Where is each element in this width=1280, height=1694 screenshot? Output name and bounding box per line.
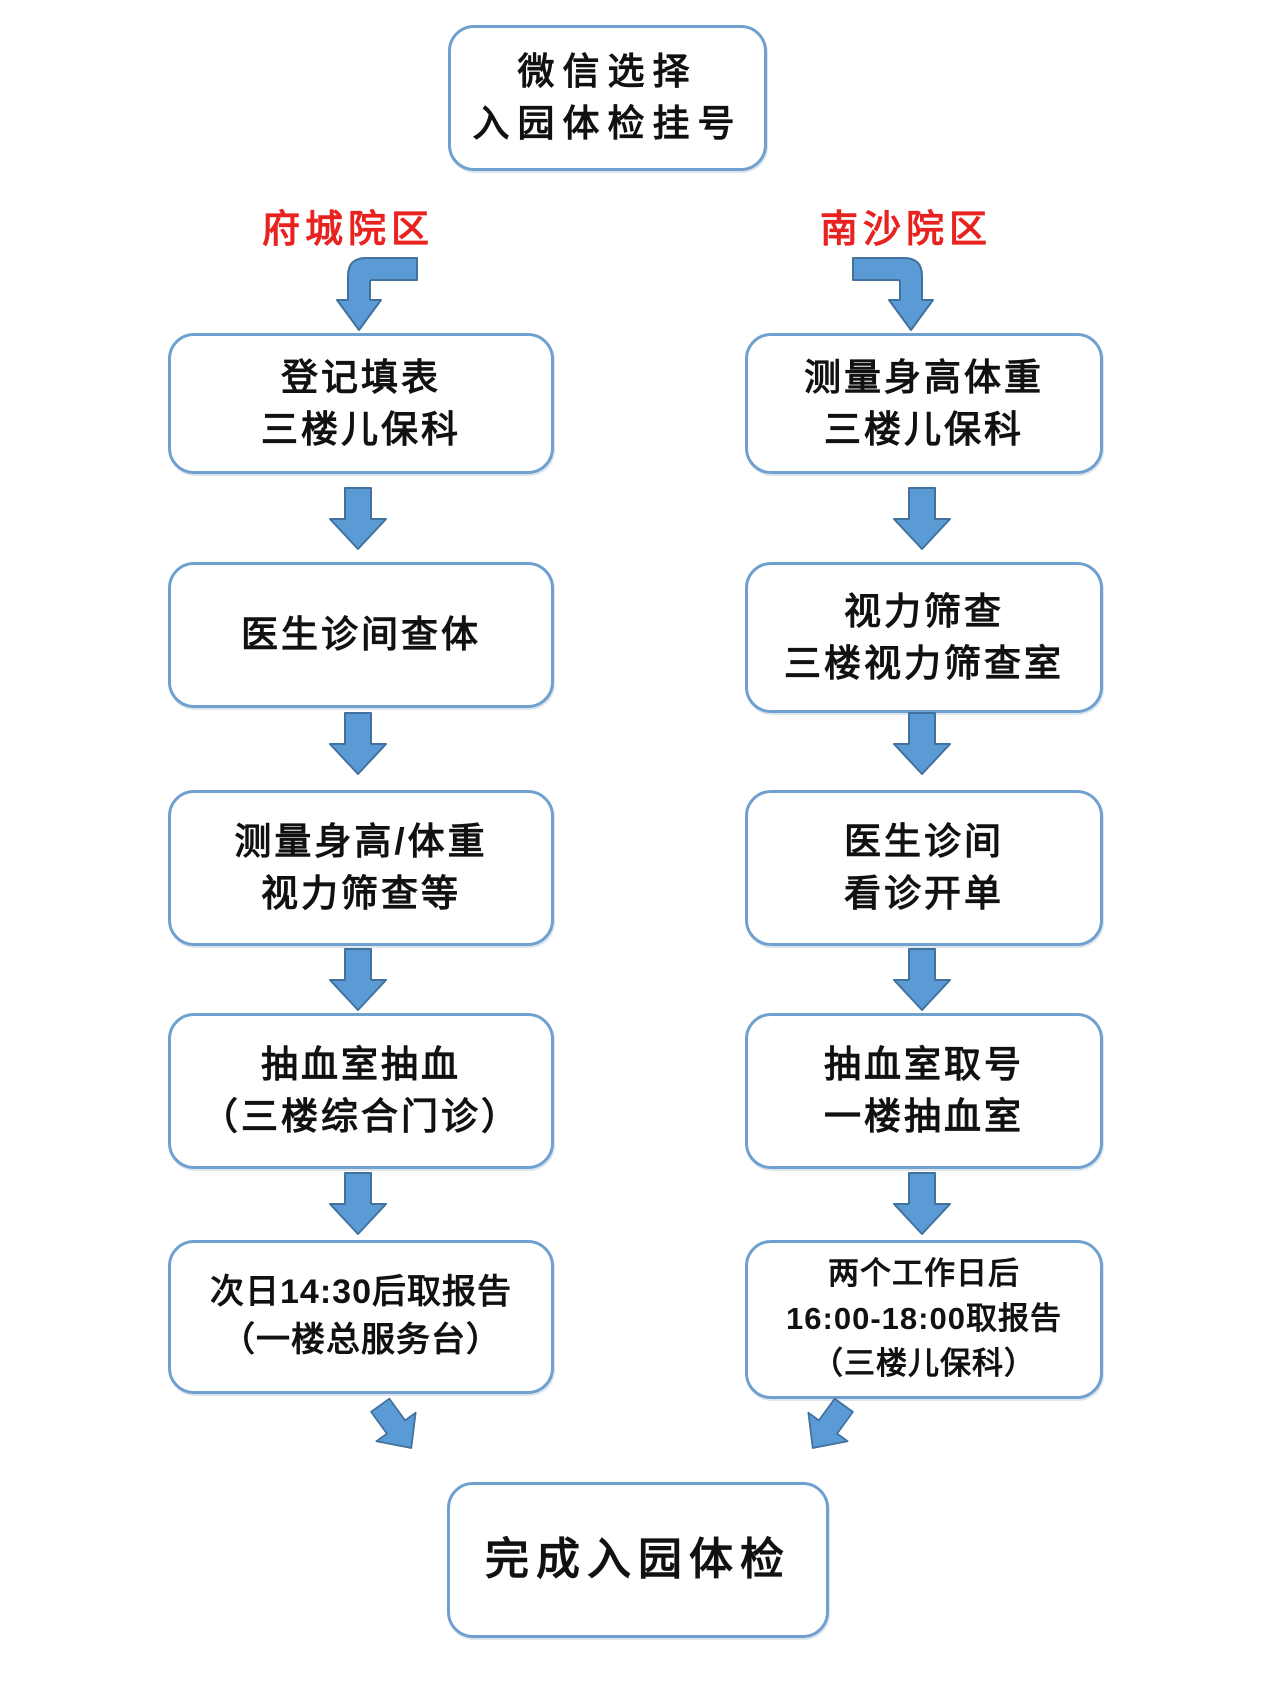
down-arrow-icon [893,487,951,550]
down-arrow-icon [329,487,387,550]
flow-node-right-5: 两个工作日后 16:00-18:00取报告 （三楼儿保科） [745,1240,1103,1399]
node-text-line: 抽血室抽血 [261,1044,461,1086]
flow-node-right-4: 抽血室取号 一楼抽血室 [745,1013,1103,1169]
node-text-line: 微信选择 [517,51,698,93]
flow-node-left-3: 测量身高/体重 视力筛查等 [168,790,554,946]
flow-node-start: 微信选择 入园体检挂号 [448,25,767,171]
flow-node-left-2: 医生诊间查体 [168,562,554,708]
diagonal-arrow-right-icon [807,1397,854,1449]
flow-node-end: 完成入园体检 [447,1482,829,1638]
node-text-line: 两个工作日后 [828,1256,1020,1292]
flow-node-right-3: 医生诊间 看诊开单 [745,790,1103,946]
down-arrow-icon [329,1172,387,1235]
node-text-line: 三楼儿保科 [261,408,461,450]
flow-node-left-4: 抽血室抽血 （三楼综合门诊） [168,1013,554,1169]
elbow-arrow-right-icon [852,257,934,331]
branch-label-nansha: 南沙院区 [819,209,992,251]
down-arrow-icon [893,1172,951,1235]
elbow-arrow-left-icon [336,257,418,331]
node-text-line: 一楼抽血室 [824,1096,1024,1137]
node-text-line: 测量身高体重 [804,356,1044,398]
node-text-line: 视力筛查 [844,590,1004,632]
node-text-line: 入园体检挂号 [472,103,743,144]
flow-node-right-2: 视力筛查 三楼视力筛查室 [745,562,1103,713]
flow-node-left-5: 次日14:30后取报告 （一楼总服务台） [168,1240,554,1394]
node-text-line: （三楼儿保科） [812,1345,1036,1381]
node-text-line: （三楼综合门诊） [201,1096,521,1137]
down-arrow-icon [893,712,951,775]
node-text-line: 次日14:30后取报告 [210,1273,512,1312]
node-text-line: 三楼视力筛查室 [784,642,1064,684]
node-text-line: 医生诊间 [844,821,1004,863]
node-text-line: 视力筛查等 [261,873,461,914]
node-text-line: 三楼儿保科 [824,408,1024,450]
node-text-line: 16:00-18:00取报告 [786,1301,1062,1337]
node-text-line: 测量身高/体重 [234,821,488,863]
down-arrow-icon [329,948,387,1011]
flow-node-right-1: 测量身高体重 三楼儿保科 [745,333,1103,474]
down-arrow-icon [329,712,387,775]
node-text-line: （一楼总服务台） [221,1321,501,1359]
node-text-line: 抽血室取号 [824,1044,1024,1086]
down-arrow-icon [893,948,951,1011]
branch-label-fucheng: 府城院区 [261,209,434,251]
node-text-line: 医生诊间查体 [241,614,481,656]
node-text-line: 看诊开单 [844,873,1004,914]
diagonal-arrow-left-icon [370,1397,417,1449]
flow-node-left-1: 登记填表 三楼儿保科 [168,333,554,474]
node-text-line: 完成入园体检 [485,1535,791,1585]
node-text-line: 登记填表 [281,356,441,398]
